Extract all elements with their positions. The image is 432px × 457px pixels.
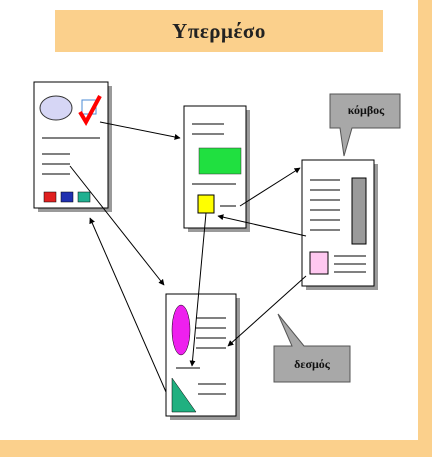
callout-link: δεσμός <box>273 313 351 383</box>
diagram-title: Υπερμέσο <box>172 18 266 43</box>
link-arrow <box>99 121 181 140</box>
callout-node-label: κόμβος <box>348 103 385 117</box>
page-4-magenta-oval <box>171 304 191 356</box>
links <box>69 121 307 393</box>
page-1-button-red <box>43 191 57 203</box>
page-1 <box>33 81 112 212</box>
page-2 <box>183 105 250 232</box>
page-3 <box>301 159 378 290</box>
page-2-yellow-node <box>197 194 215 214</box>
callout-node-shape <box>329 93 401 157</box>
page-4 <box>165 293 240 420</box>
callout-node: κόμβος <box>329 93 401 157</box>
frame-bottom-bar <box>0 440 432 457</box>
page-3-gray-bar <box>351 177 367 245</box>
page-1-button-blue <box>60 191 74 203</box>
link-arrow <box>239 167 301 207</box>
page-1-oval <box>39 95 73 121</box>
callout-link-shape <box>273 313 351 383</box>
title-box: Υπερμέσο <box>55 10 383 52</box>
page-3-pink-node <box>309 251 329 275</box>
frame-right-bar <box>418 0 432 457</box>
link-arrow <box>227 275 307 347</box>
check-icon <box>78 95 102 127</box>
link-arrow <box>89 217 167 393</box>
callout-link-label: δεσμός <box>294 357 331 371</box>
page-1-button-teal <box>77 191 91 203</box>
page-4-triangle <box>171 377 197 413</box>
link-arrow <box>189 212 207 367</box>
page-2-green-box <box>198 147 242 175</box>
link-arrow <box>217 214 307 237</box>
link-arrow <box>69 165 165 286</box>
